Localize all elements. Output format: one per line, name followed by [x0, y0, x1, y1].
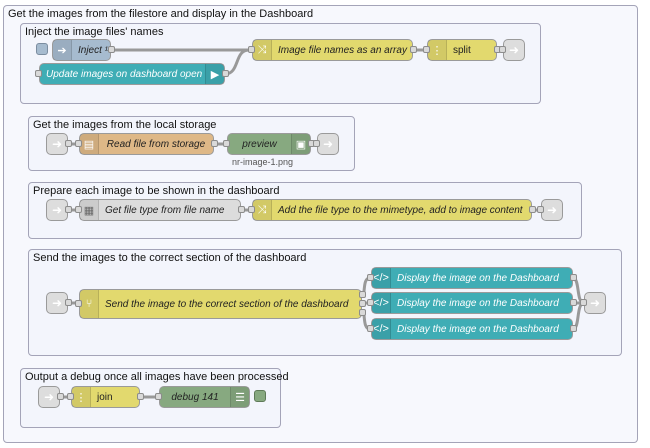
- shuffle-icon: ⤨: [253, 40, 272, 60]
- split-input-port[interactable]: [423, 46, 430, 53]
- switch-label: Send the image to the correct section of…: [105, 298, 349, 310]
- join-output-port[interactable]: [137, 393, 144, 400]
- update-images-node[interactable]: Update images on dashboard open ▶: [39, 63, 225, 85]
- join-input-port[interactable]: [67, 393, 74, 400]
- preview-sublabel: nr-image-1.png: [232, 157, 294, 167]
- link-in-icon: ➜: [51, 137, 63, 151]
- file-icon: ▤: [80, 134, 99, 154]
- shuffle-icon: ⤨: [253, 200, 272, 220]
- display-image-node-3[interactable]: </> Display the image on the Dashboard: [371, 318, 573, 340]
- inject-trigger-button[interactable]: [36, 43, 48, 55]
- display-image-3-input-port[interactable]: [367, 325, 374, 332]
- update-images-label: Update images on dashboard open: [46, 68, 203, 80]
- link-out-icon: ➜: [508, 43, 520, 57]
- inject-node-label: Inject ¹: [78, 44, 109, 56]
- link-out-icon: ➜: [546, 203, 558, 217]
- split-node[interactable]: ⋮ split: [427, 39, 497, 61]
- link-in-icon: ➜: [51, 203, 63, 217]
- debug-list-icon: ☰: [230, 387, 249, 407]
- link-out-inject-port[interactable]: [499, 46, 506, 53]
- display-image-1-input-port[interactable]: [367, 274, 374, 281]
- join-node[interactable]: ⋮ join: [71, 386, 140, 408]
- display-image-label-2: Display the image on the Dashboard: [397, 297, 559, 309]
- switch-icon: ⑂: [80, 290, 99, 318]
- switch-output-port-2[interactable]: [359, 300, 366, 307]
- add-file-type-input-port[interactable]: [248, 206, 255, 213]
- switch-output-port-1[interactable]: [359, 291, 366, 298]
- group-debug-label: Output a debug once all images have been…: [25, 371, 289, 383]
- group-prepare-label: Prepare each image to be shown in the da…: [33, 185, 280, 197]
- link-in-storage-port[interactable]: [65, 140, 72, 147]
- link-in-icon: ➜: [43, 390, 55, 404]
- switch-output-port-3[interactable]: [359, 309, 366, 316]
- add-file-type-label: Add the file type to the mimetype, add t…: [278, 204, 523, 216]
- update-images-output-port[interactable]: [222, 70, 229, 77]
- link-out-prepare-port[interactable]: [537, 206, 544, 213]
- link-in-debug-port[interactable]: [57, 393, 64, 400]
- get-file-type-input-port[interactable]: [75, 206, 82, 213]
- change-array-output-port[interactable]: [410, 46, 417, 53]
- link-out-icon: ➜: [589, 296, 601, 310]
- read-file-output-port[interactable]: [211, 140, 218, 147]
- group-send-label: Send the images to the correct section o…: [33, 252, 307, 264]
- get-file-type-label: Get file type from file name: [105, 204, 225, 216]
- ui-control-icon: ▶: [205, 64, 224, 84]
- group-outer-label: Get the images from the filestore and di…: [8, 8, 314, 20]
- display-image-2-input-port[interactable]: [367, 299, 374, 306]
- group-storage-label: Get the images from the local storage: [33, 119, 217, 131]
- inject-node[interactable]: ➔ Inject ¹: [52, 39, 111, 61]
- image-icon: ▣: [291, 134, 310, 154]
- switch-input-port[interactable]: [75, 300, 82, 307]
- code-icon: </>: [372, 319, 391, 339]
- code-icon: </>: [372, 293, 391, 313]
- link-out-inject[interactable]: ➜: [503, 39, 525, 61]
- link-in-send[interactable]: ➜: [46, 292, 68, 314]
- group-inject-label: Inject the image files' names: [25, 26, 164, 38]
- file-type-icon: ▦: [80, 200, 99, 220]
- change-array-input-port[interactable]: [248, 46, 255, 53]
- debug-node[interactable]: debug 141 ☰: [159, 386, 250, 408]
- display-image-3-output-port[interactable]: [570, 325, 577, 332]
- debug-label: debug 141: [171, 391, 219, 403]
- split-label: split: [453, 44, 471, 56]
- preview-node[interactable]: preview ▣: [227, 133, 311, 155]
- change-array-label: Image file names as an array: [278, 44, 407, 56]
- display-image-label-1: Display the image on the Dashboard: [397, 272, 559, 284]
- change-array-node[interactable]: ⤨ Image file names as an array: [252, 39, 413, 61]
- link-in-prepare-port[interactable]: [65, 206, 72, 213]
- link-in-icon: ➜: [51, 296, 63, 310]
- display-image-1-output-port[interactable]: [570, 274, 577, 281]
- get-file-type-node[interactable]: ▦ Get file type from file name: [79, 199, 241, 221]
- switch-node[interactable]: ⑂ Send the image to the correct section …: [79, 289, 362, 319]
- read-file-input-port[interactable]: [75, 140, 82, 147]
- add-file-type-node[interactable]: ⤨ Add the file type to the mimetype, add…: [252, 199, 532, 221]
- link-out-send[interactable]: ➜: [584, 292, 606, 314]
- read-file-node[interactable]: ▤ Read file from storage: [79, 133, 214, 155]
- read-file-label: Read file from storage: [106, 138, 206, 150]
- arrow-right-icon: ➔: [53, 40, 72, 60]
- preview-input-port[interactable]: [223, 140, 230, 147]
- get-file-type-output-port[interactable]: [238, 206, 245, 213]
- link-out-icon: ➜: [322, 137, 334, 151]
- add-file-type-output-port[interactable]: [529, 206, 536, 213]
- debug-toggle-button[interactable]: [254, 390, 266, 402]
- display-image-2-output-port[interactable]: [570, 299, 577, 306]
- debug-input-port[interactable]: [155, 393, 162, 400]
- join-label: join: [97, 391, 113, 403]
- join-icon: ⋮: [72, 387, 91, 407]
- update-images-input-port[interactable]: [35, 70, 42, 77]
- display-image-label-3: Display the image on the Dashboard: [397, 323, 559, 335]
- display-image-node-1[interactable]: </> Display the image on the Dashboard: [371, 267, 573, 289]
- link-out-storage[interactable]: ➜: [317, 133, 339, 155]
- code-icon: </>: [372, 268, 391, 288]
- inject-output-port[interactable]: [108, 46, 115, 53]
- split-icon: ⋮: [428, 40, 447, 60]
- preview-label: preview: [242, 138, 277, 150]
- link-out-send-port[interactable]: [580, 299, 587, 306]
- link-in-send-port[interactable]: [65, 299, 72, 306]
- display-image-node-2[interactable]: </> Display the image on the Dashboard: [371, 292, 573, 314]
- link-out-prepare[interactable]: ➜: [541, 199, 563, 221]
- link-out-storage-port[interactable]: [313, 140, 320, 147]
